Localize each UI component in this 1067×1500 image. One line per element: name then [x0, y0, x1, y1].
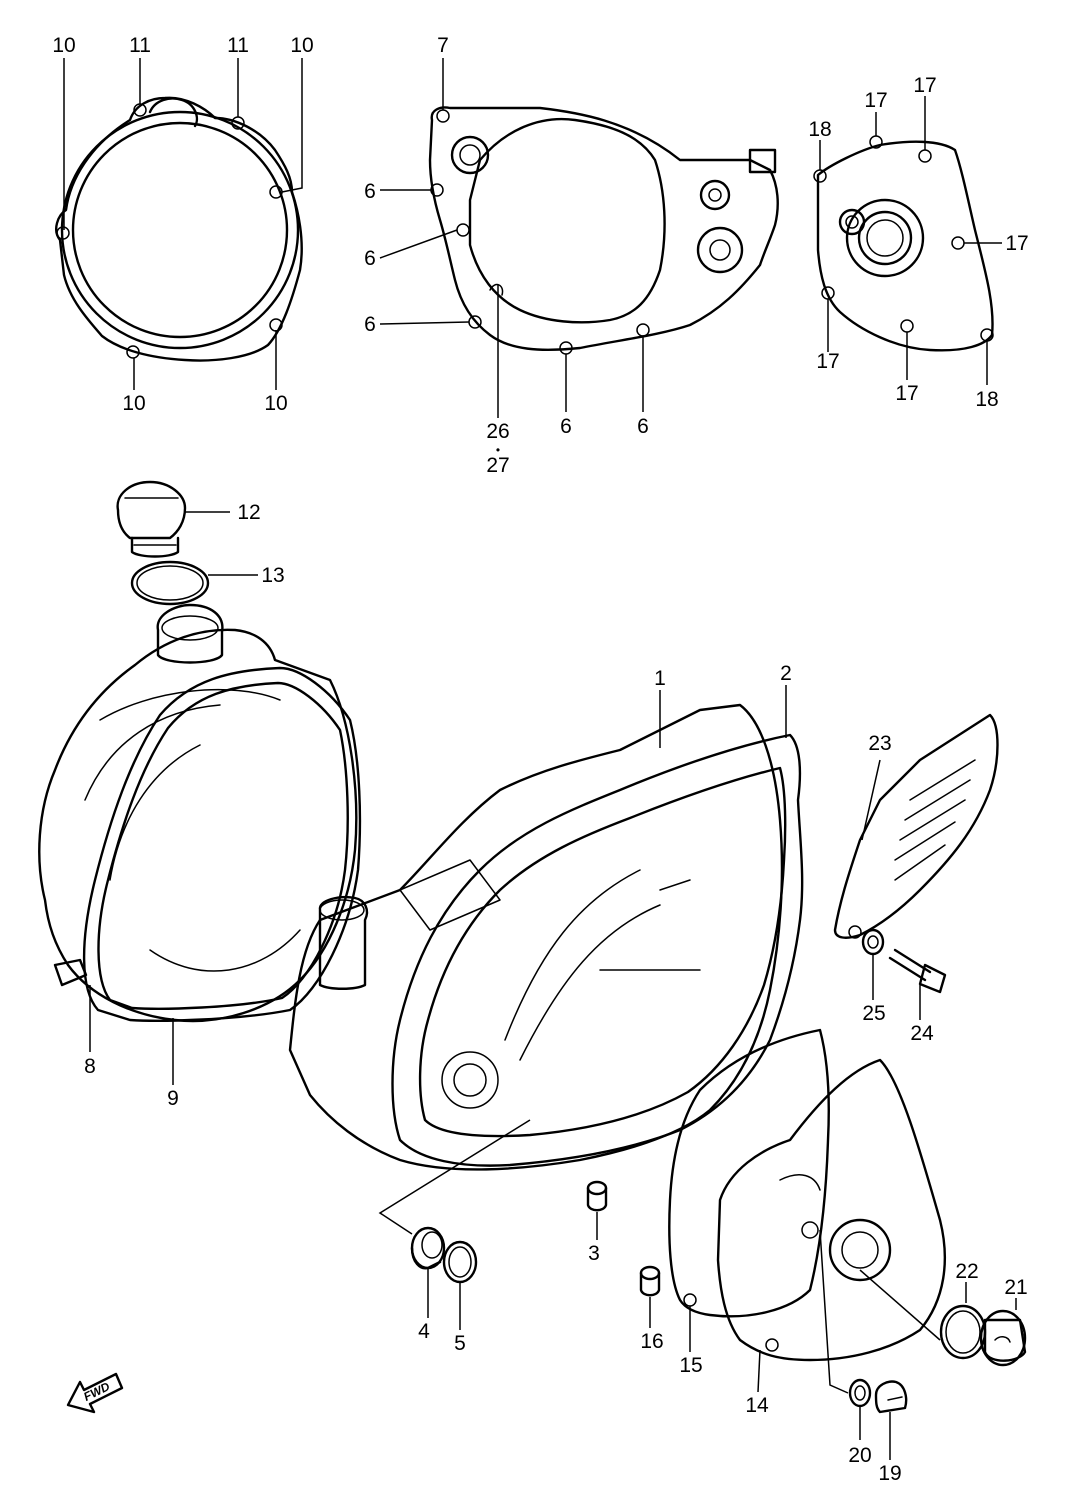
callout-9: 9: [167, 1087, 179, 1110]
callout-10: 10: [52, 34, 75, 57]
callout-10: 10: [290, 34, 313, 57]
clutch-cover-top-view: [55, 96, 303, 362]
drain-washer: [848, 1378, 872, 1408]
callout-13: 13: [261, 564, 284, 587]
callout-labels: 10 11 11 10 10 10 7 6 6 6 26 • 27 6 6 18…: [52, 34, 1028, 1485]
callout-25: 25: [862, 1002, 885, 1025]
callout-6: 6: [560, 415, 572, 438]
callout-5: 5: [454, 1332, 466, 1355]
callout-17: 17: [895, 382, 918, 405]
callout-17: 17: [913, 74, 936, 97]
callout-16: 16: [640, 1330, 663, 1353]
callout-17: 17: [816, 350, 839, 373]
callout-21: 21: [1004, 1276, 1027, 1299]
o-ring: [939, 1304, 987, 1360]
circlip: [442, 1240, 478, 1284]
callout-17: 17: [864, 89, 887, 112]
crankcase-left-half: [288, 703, 784, 1171]
callout-26: 26: [486, 420, 509, 443]
oil-filler-o-ring: [130, 560, 210, 606]
callout-2: 2: [780, 662, 792, 685]
callout-12: 12: [237, 501, 260, 524]
callout-6: 6: [364, 180, 376, 203]
callout-18: 18: [808, 118, 831, 141]
right-crankcase-cover: [716, 1058, 946, 1362]
callout-3: 3: [588, 1242, 600, 1265]
plug-cap: [979, 1309, 1027, 1367]
callout-1: 1: [654, 667, 666, 690]
clutch-cover: [38, 603, 358, 1023]
drain-bolt: [874, 1380, 908, 1414]
callout-11: 11: [129, 34, 151, 57]
water-pump-cover-top-view: [813, 135, 994, 352]
crankcase-top-view: [428, 106, 779, 355]
callout-6: 6: [364, 247, 376, 270]
dowel-pin: [586, 1180, 608, 1212]
callout-19: 19: [878, 1462, 901, 1485]
clutch-cover-gasket: [82, 666, 362, 1022]
callout-17: 17: [1005, 232, 1028, 255]
callout-24: 24: [910, 1022, 934, 1045]
callout-6: 6: [364, 313, 376, 336]
callout-26-27-separator: •: [496, 443, 500, 457]
callout-20: 20: [848, 1444, 871, 1467]
callout-10: 10: [264, 392, 287, 415]
dowel: [639, 1265, 661, 1297]
washer: [861, 928, 885, 956]
oil-seal: [410, 1226, 446, 1270]
callout-11: 11: [227, 34, 249, 57]
callout-8: 8: [84, 1055, 96, 1078]
fwd-direction-arrow: FWD: [66, 1372, 124, 1414]
callout-23: 23: [868, 732, 891, 755]
cover-bracket: [833, 713, 999, 939]
callout-18: 18: [975, 388, 998, 411]
oil-filler-cap: [116, 480, 187, 558]
callout-6: 6: [637, 415, 649, 438]
callout-10: 10: [122, 392, 145, 415]
callout-14: 14: [745, 1394, 769, 1417]
callout-7: 7: [437, 34, 449, 57]
callout-15: 15: [679, 1354, 702, 1377]
callout-4: 4: [418, 1320, 430, 1343]
leader-lines: [63, 58, 1017, 1460]
callout-22: 22: [955, 1260, 978, 1283]
callout-27: 27: [486, 454, 509, 477]
crankcase-gasket: [391, 733, 804, 1167]
bolt: [888, 948, 947, 994]
